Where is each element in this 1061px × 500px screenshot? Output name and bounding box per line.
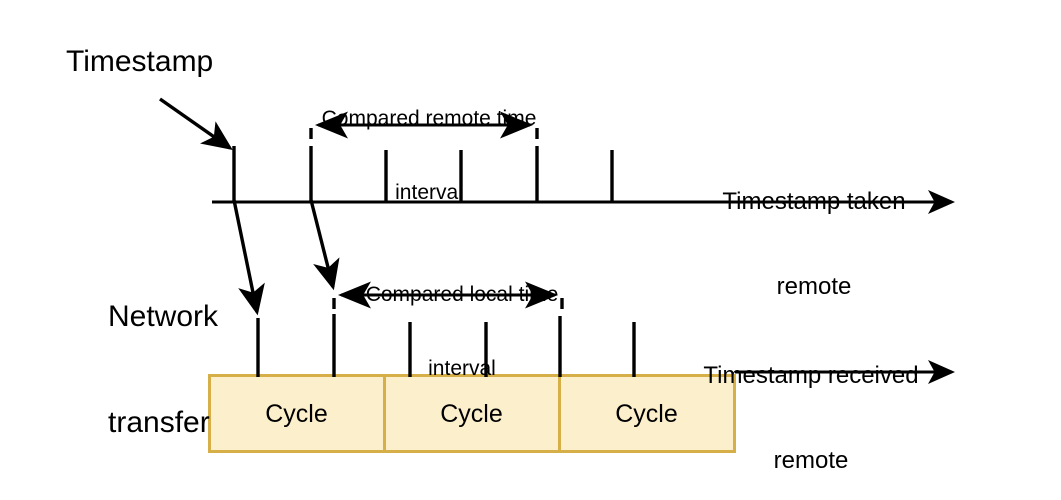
network-transfer-arrow-1 [232, 199, 265, 316]
label-timestamp-received-remote: Timestamp received remote [676, 305, 946, 500]
network-transfer-arrow-2 [309, 199, 340, 291]
local-timeline [256, 298, 955, 384]
label-compared-local-line1: Compared local time [365, 282, 559, 306]
label-compared-remote-line2: interval [395, 180, 463, 204]
cycle-box [558, 374, 736, 453]
cycle-box [208, 374, 386, 453]
cycle-label: Cycle [265, 400, 328, 428]
label-network-transfer-line2: transfer [108, 405, 210, 439]
label-network-transfer-line1: Network [108, 299, 219, 333]
label-compared-remote-interval: Compared remote time interval [295, 57, 563, 255]
label-timestamp: Timestamp [66, 45, 214, 78]
label-timestamp-received-line2: remote [773, 446, 849, 474]
pointer-arrows [159, 97, 340, 316]
label-timestamp-received-line1: Timestamp received [703, 361, 919, 389]
label-timestamp-taken-line1: Timestamp taken [722, 187, 906, 215]
label-compared-local-interval: Compared local time interval [338, 233, 586, 431]
label-compared-remote-line1: Compared remote time [321, 106, 537, 130]
label-compared-local-line2: interval [428, 356, 496, 380]
label-network-transfer: Network transfer [108, 228, 218, 500]
label-timestamp-taken-line2: remote [776, 272, 852, 300]
timestamp-pointer-arrow [159, 97, 233, 150]
cycle-label: Cycle [615, 400, 678, 428]
cycle-label: Cycle [440, 400, 503, 428]
cycle-boxes [208, 374, 736, 453]
label-timestamp-taken-remote: Timestamp taken remote [690, 131, 938, 358]
remote-timeline [212, 128, 955, 214]
interval-markers [315, 111, 558, 309]
cycle-box [383, 374, 561, 453]
